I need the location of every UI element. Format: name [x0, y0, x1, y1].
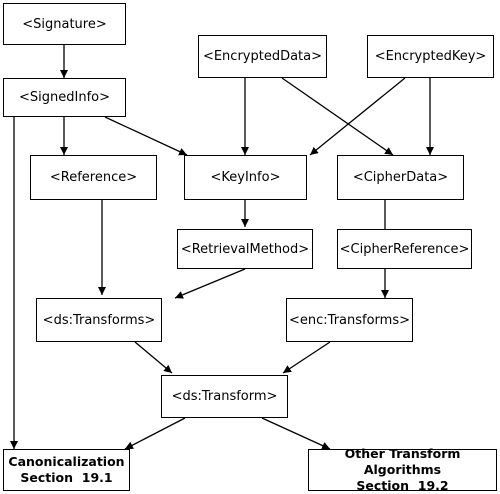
- node-enc-transforms: <enc:Transforms>: [286, 298, 413, 342]
- node-encrypted-key: <EncryptedKey>: [367, 35, 494, 78]
- other-transforms-title: Other Transform Algorithms: [344, 446, 461, 477]
- node-cipher-reference: <CipherReference>: [337, 229, 472, 269]
- node-other-transforms: Other Transform Algorithms Section 19.2: [308, 446, 497, 493]
- edge-retrievalmethod-dstransforms: [174, 268, 246, 299]
- node-ds-transforms: <ds:Transforms>: [36, 298, 162, 342]
- other-transforms-section: Section 19.2: [356, 478, 449, 493]
- node-encrypted-data: <EncryptedData>: [198, 35, 327, 78]
- edge-encryptedkey-keyinfo: [309, 77, 406, 156]
- edge-signedinfo-keyinfo: [104, 116, 188, 156]
- node-reference: <Reference>: [30, 155, 157, 200]
- edge-encrypteddata-cipherdata: [281, 77, 394, 156]
- node-canonicalization: Canonicalization Section 19.1: [3, 449, 130, 491]
- edge-dstransform-othertransforms: [261, 417, 331, 450]
- node-signature: <Signature>: [3, 3, 126, 45]
- node-ds-transform: <ds:Transform>: [161, 375, 288, 418]
- node-signed-info: <SignedInfo>: [3, 78, 126, 117]
- node-cipher-data: <CipherData>: [337, 155, 464, 200]
- edge-dstransform-canonicalization: [124, 417, 186, 450]
- canonicalization-title: Canonicalization: [8, 454, 125, 469]
- edge-dstransforms-dstransform: [134, 341, 173, 374]
- canonicalization-section: Section 19.1: [20, 470, 113, 485]
- node-key-info: <KeyInfo>: [184, 155, 307, 200]
- edge-enctransforms-dstransform: [282, 341, 331, 374]
- node-retrieval-method: <RetrievalMethod>: [177, 229, 313, 269]
